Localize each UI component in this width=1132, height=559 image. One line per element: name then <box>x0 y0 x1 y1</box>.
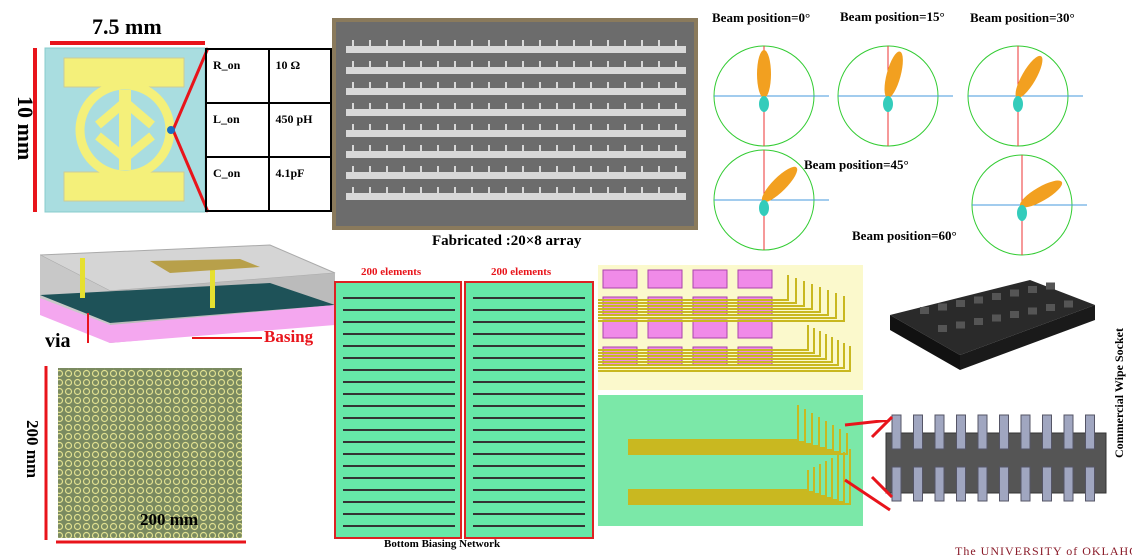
left-elements-label: 200 elements <box>361 266 422 278</box>
pin <box>977 466 988 502</box>
socket-photo <box>890 280 1095 370</box>
pin <box>977 414 988 450</box>
pin <box>999 414 1009 450</box>
pin <box>1085 414 1095 450</box>
array-grid-diagram <box>44 366 246 544</box>
beam-pattern <box>837 45 953 147</box>
socket-arrows <box>844 420 891 512</box>
param-cell: R_on <box>205 48 270 104</box>
main-lobe <box>884 51 903 99</box>
cell-3d-diagram <box>40 244 336 343</box>
pin <box>1042 466 1052 502</box>
main-lobe <box>761 166 798 203</box>
university-logo-text: The UNIVERSITY of OKLAHOMA <box>955 544 1132 558</box>
pad <box>737 319 773 339</box>
array-row <box>346 130 686 137</box>
via-label: via <box>45 330 71 352</box>
main-lobe <box>1015 55 1043 99</box>
pin <box>913 466 923 502</box>
socket-drawing <box>870 414 1107 502</box>
beam-label: Beam position=30° <box>970 10 1075 25</box>
pin <box>999 466 1009 502</box>
pin <box>1063 414 1074 450</box>
pin <box>934 414 945 450</box>
value-cell: 450 pH <box>267 102 332 158</box>
pin <box>934 466 945 502</box>
beam-label: Beam position=0° <box>712 10 811 25</box>
pad <box>692 319 728 339</box>
pad <box>692 269 728 289</box>
pin <box>1042 414 1052 450</box>
pad <box>602 269 638 289</box>
socket-label: Commercial Wipe Socket <box>1112 328 1126 458</box>
pin <box>1063 466 1074 502</box>
pad <box>737 269 773 289</box>
pin <box>891 414 902 450</box>
unit-cell-diagram <box>33 41 210 213</box>
biasing-caption: Bottom Biasing Network <box>384 538 501 550</box>
param-cell: C_on <box>205 156 270 212</box>
basing-label: Basing <box>264 327 314 346</box>
array-height-label: 200 mm <box>23 420 42 479</box>
array-row <box>346 172 686 179</box>
pin <box>913 414 923 450</box>
pad <box>602 319 638 339</box>
beam-pattern <box>967 45 1083 147</box>
biasing-network-diagram <box>334 281 594 539</box>
feed-network-diagram <box>598 265 863 526</box>
pin <box>956 466 966 502</box>
beam-pattern <box>971 154 1087 256</box>
beam-label: Beam position=45° <box>804 157 909 172</box>
array-row <box>346 193 686 200</box>
main-lobe <box>757 50 771 98</box>
array-row <box>346 46 686 53</box>
param-cell: L_on <box>205 102 270 158</box>
width-label: 7.5 mm <box>92 14 162 39</box>
fabricated-array-photo <box>332 18 698 230</box>
array-width-label: 200 mm <box>140 510 199 529</box>
value-cell: 4.1pF <box>267 156 332 212</box>
main-lobe <box>1019 180 1063 208</box>
array-row <box>346 151 686 158</box>
value-cell: 10 Ω <box>267 48 332 104</box>
beam-pattern <box>713 45 829 147</box>
array-row <box>346 67 686 74</box>
beam-label: Beam position=60° <box>852 228 957 243</box>
pin <box>956 414 966 450</box>
pin <box>891 466 902 502</box>
pin <box>1085 466 1095 502</box>
pin <box>1020 466 1031 502</box>
pad <box>647 319 683 339</box>
pad <box>647 269 683 289</box>
right-elements-label: 200 elements <box>491 266 552 278</box>
fabricated-caption: Fabricated :20×8 array <box>432 233 582 249</box>
pin <box>1020 414 1031 450</box>
beam-label: Beam position=15° <box>840 9 945 24</box>
beam-pattern <box>713 149 829 251</box>
array-row <box>346 109 686 116</box>
array-row <box>346 88 686 95</box>
